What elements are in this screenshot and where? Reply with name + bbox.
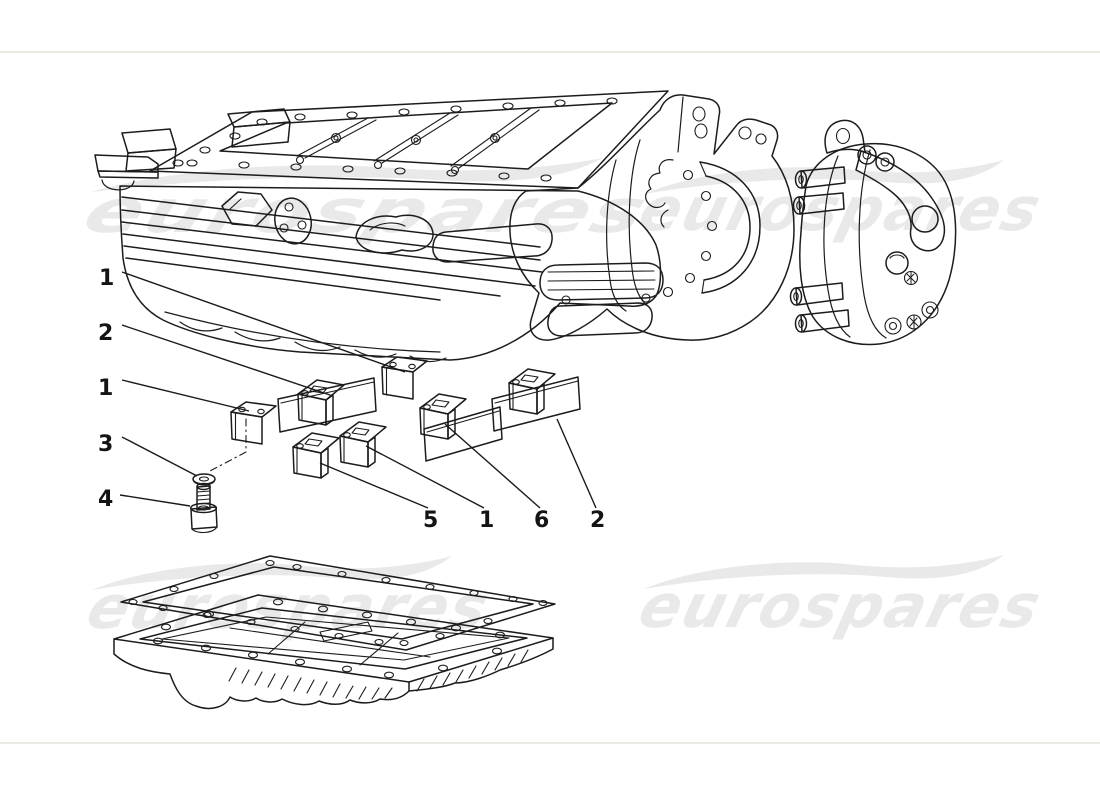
callout-5: 5 <box>423 508 438 533</box>
leader-lines <box>119 271 597 509</box>
leader-line <box>556 418 597 509</box>
leader-line <box>119 494 191 507</box>
watermark-bottom-right: eurospares <box>632 555 1049 642</box>
callout-6: 6 <box>534 508 549 533</box>
leader-line <box>121 271 406 373</box>
callout-4: 4 <box>98 487 113 512</box>
callout-2b: 2 <box>590 508 605 533</box>
callout-2a: 2 <box>98 321 113 346</box>
leader-line <box>365 445 485 509</box>
callout-1b: 1 <box>98 376 113 401</box>
leader-line <box>121 436 198 477</box>
callout-3: 3 <box>98 432 113 457</box>
leader-line <box>121 324 334 397</box>
leader-line <box>121 379 250 412</box>
callout-1a: 1 <box>99 266 114 291</box>
leader-line <box>319 462 429 509</box>
watermark-text: eurospares <box>632 572 1049 642</box>
callout-1c: 1 <box>479 508 494 533</box>
leader-line <box>444 423 541 509</box>
callout-numbers: 1 2 1 3 4 5 1 6 2 <box>98 266 605 533</box>
